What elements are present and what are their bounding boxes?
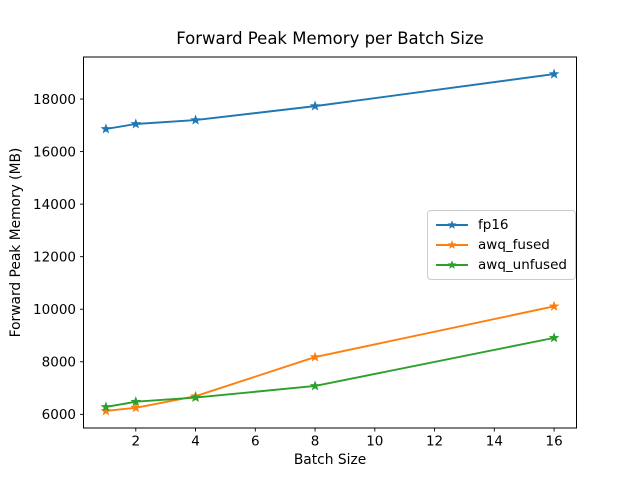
x-tick-label: 16 [545,434,562,450]
x-axis-label: Batch Size [294,452,366,468]
legend-item-awq_fused: awq_fused [435,235,567,255]
series-marker-fp16 [309,100,321,111]
series-marker-awq_fused [309,351,321,362]
legend-label: awq_unfused [478,257,567,273]
legend-item-awq_unfused: awq_unfused [435,255,567,275]
plot-frame [83,56,577,429]
chart-title: Forward Peak Memory per Batch Size [176,29,484,48]
series-line-awq_unfused [105,336,555,408]
x-tick-label: 14 [486,434,503,450]
series-marker-awq_fused [100,405,112,416]
series-marker-fp16 [190,114,201,125]
legend-item-fp16: fp16 [435,215,567,235]
x-tick-label: 10 [366,434,383,450]
series-marker-awq_unfused [100,401,112,412]
plot-area: 2 4 6 8 10 12 14 16 6000 8000 10000 12000 14000 16000… [33,56,577,450]
legend: fp16 awq_fused awq_unfused [427,210,576,280]
series-line-fp16 [105,73,555,130]
x-tick-label: 8 [311,434,320,450]
series-marker-awq_fused [548,300,560,311]
series-marker-awq_unfused [130,396,142,407]
series-line-awq_fused [105,305,555,412]
x-tick-label: 4 [191,434,200,450]
series-marker-fp16 [130,118,142,129]
legend-label: fp16 [478,217,509,233]
y-tick-label: 10000 [33,302,76,318]
y-tick-label: 16000 [33,144,76,160]
legend-label: awq_fused [478,237,550,253]
series-marker-awq_unfused [309,380,321,391]
series-marker-awq_unfused [190,391,201,403]
x-tick-label: 12 [426,434,443,450]
y-tick-label: 14000 [33,197,76,213]
x-tick-label: 6 [251,434,260,450]
legend-line-sample [436,260,468,269]
y-tick-label: 6000 [42,407,76,423]
series-marker-awq_unfused [548,332,560,343]
y-tick-label: 12000 [33,249,76,265]
series-marker-awq_fused [130,402,142,413]
x-tick-label: 2 [131,434,140,450]
series-marker-fp16 [100,123,112,134]
y-tick-label: 8000 [42,355,76,371]
y-tick-label: 18000 [33,92,76,108]
series-marker-fp16 [548,68,560,79]
y-axis-label: Forward Peak Memory (MB) [8,148,24,338]
legend-line-sample [436,220,468,229]
legend-line-sample [436,240,468,249]
